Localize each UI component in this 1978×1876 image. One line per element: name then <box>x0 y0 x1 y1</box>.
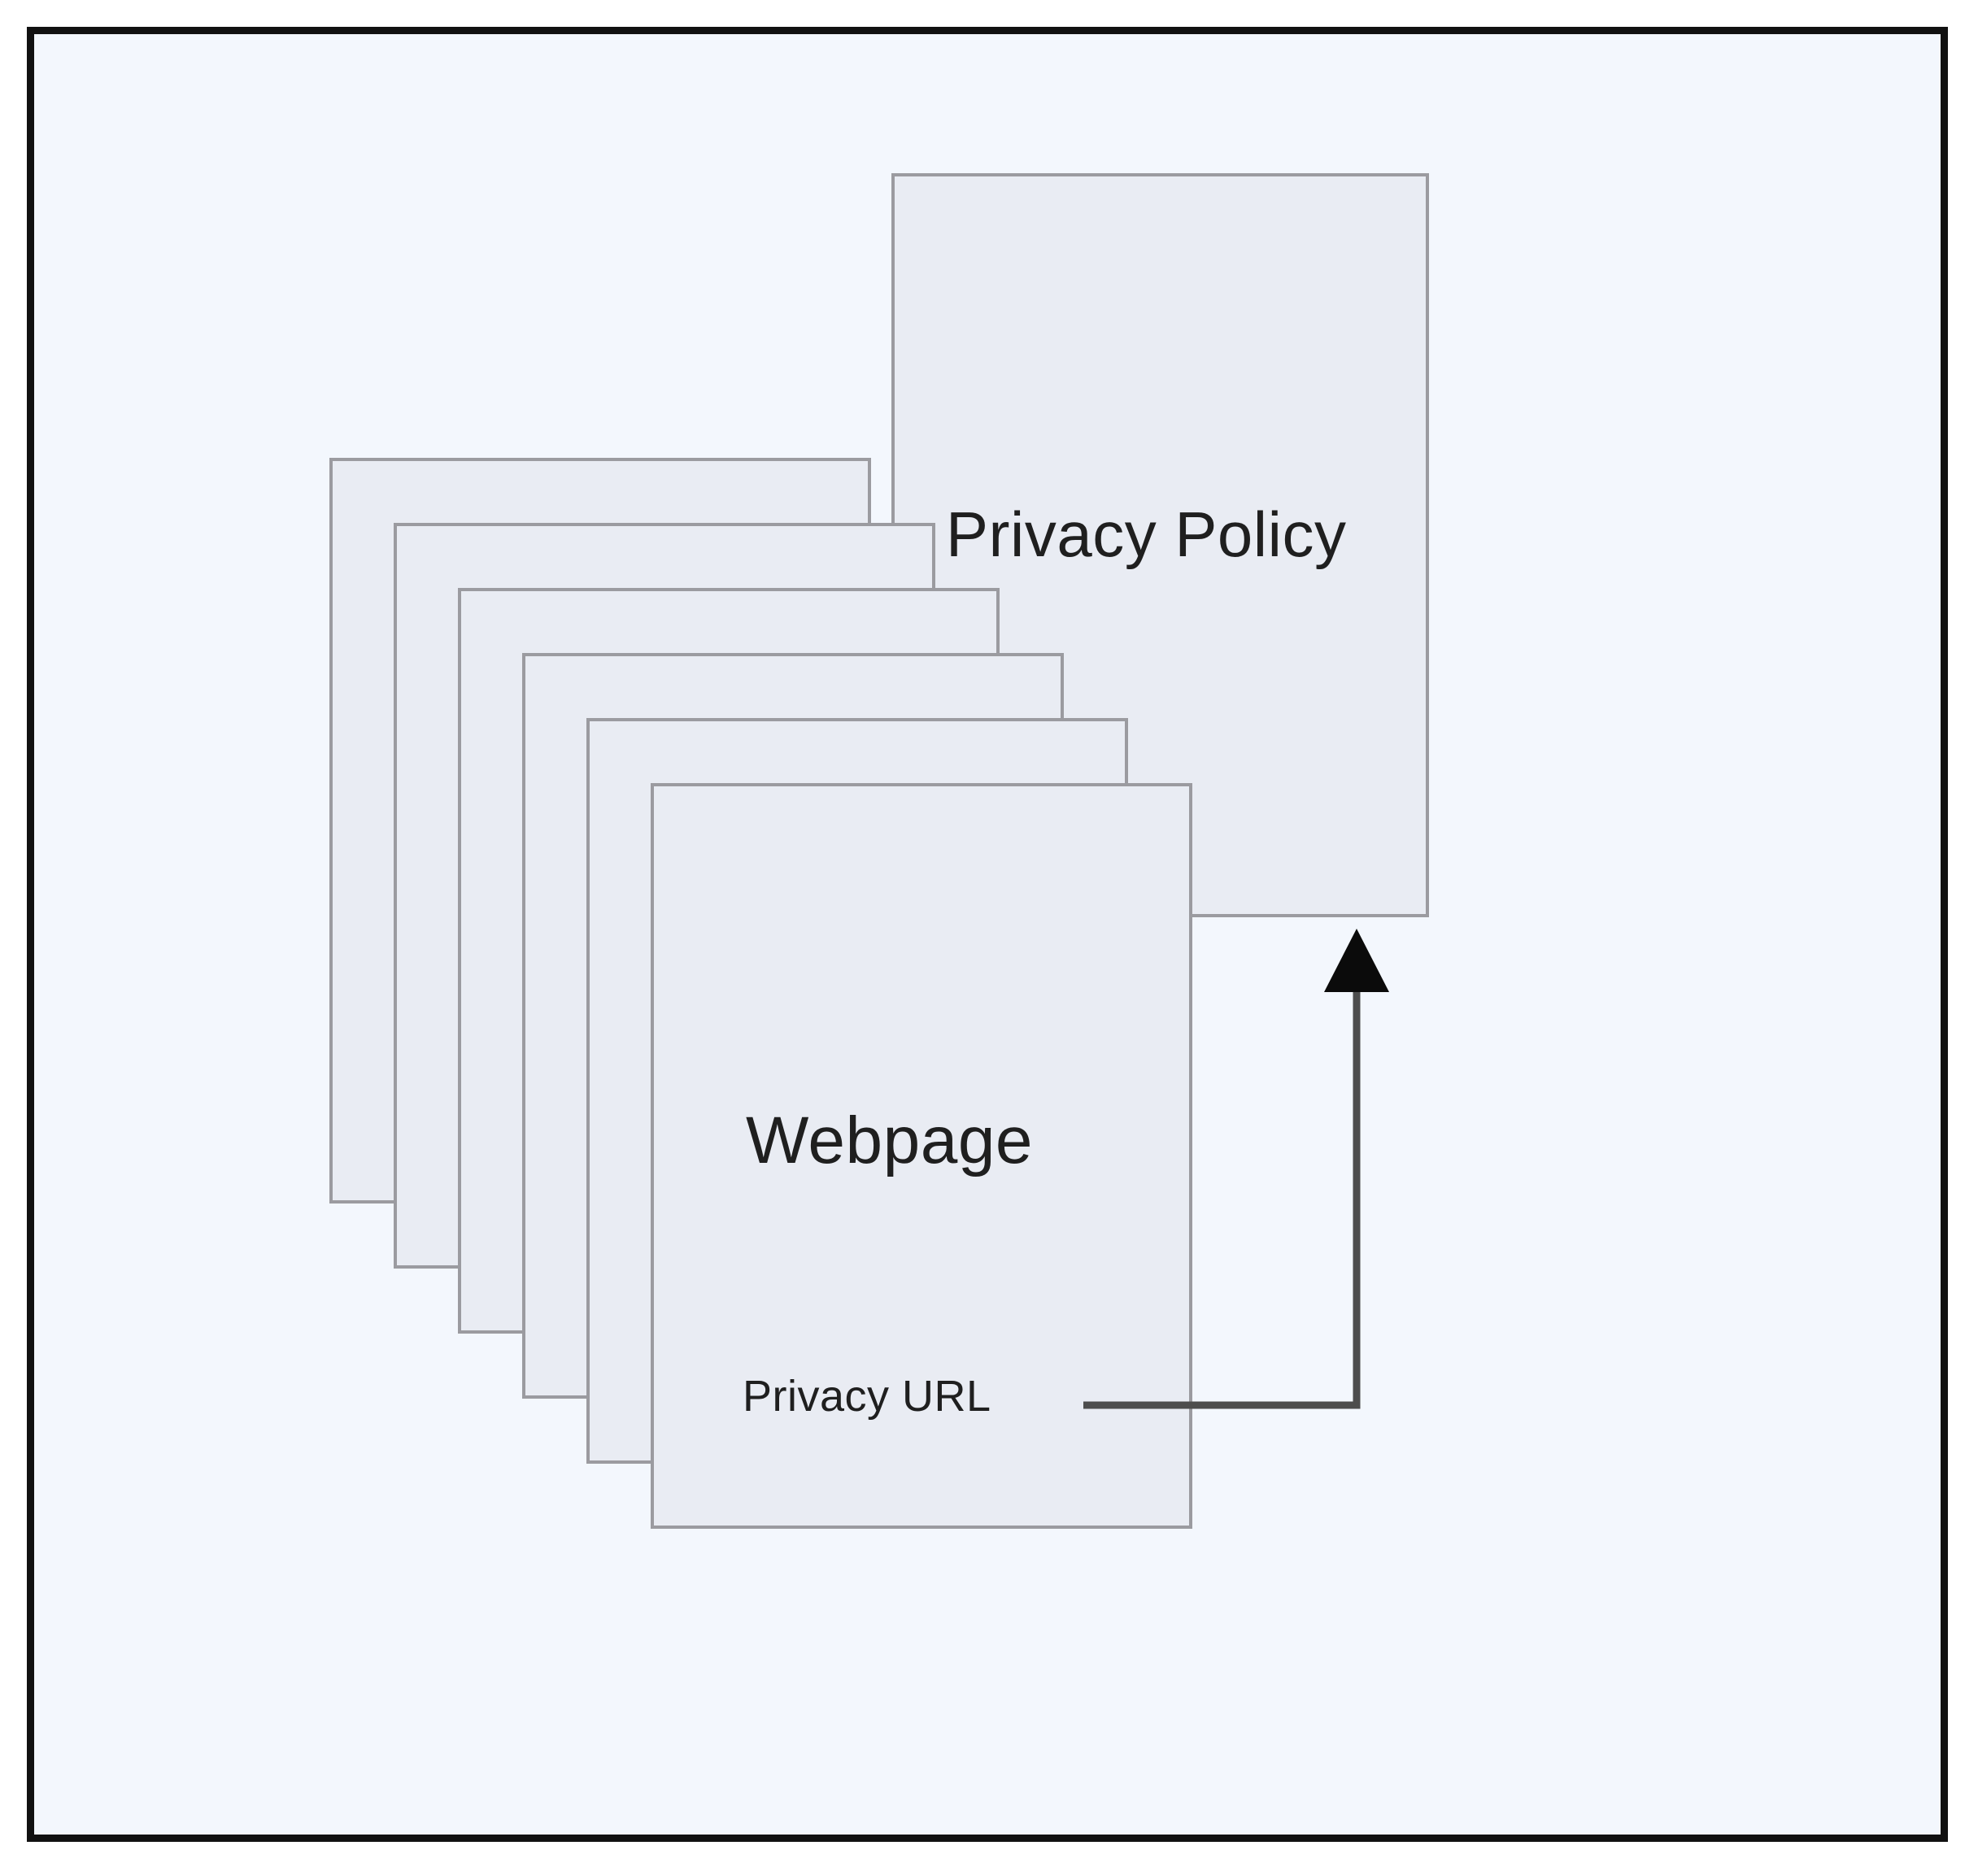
connector-arrowhead-icon <box>1324 929 1389 992</box>
privacy-policy-label: Privacy Policy <box>946 498 1347 570</box>
webpage-label: Webpage <box>746 1103 1034 1177</box>
privacy-url-label: Privacy URL <box>743 1372 991 1421</box>
